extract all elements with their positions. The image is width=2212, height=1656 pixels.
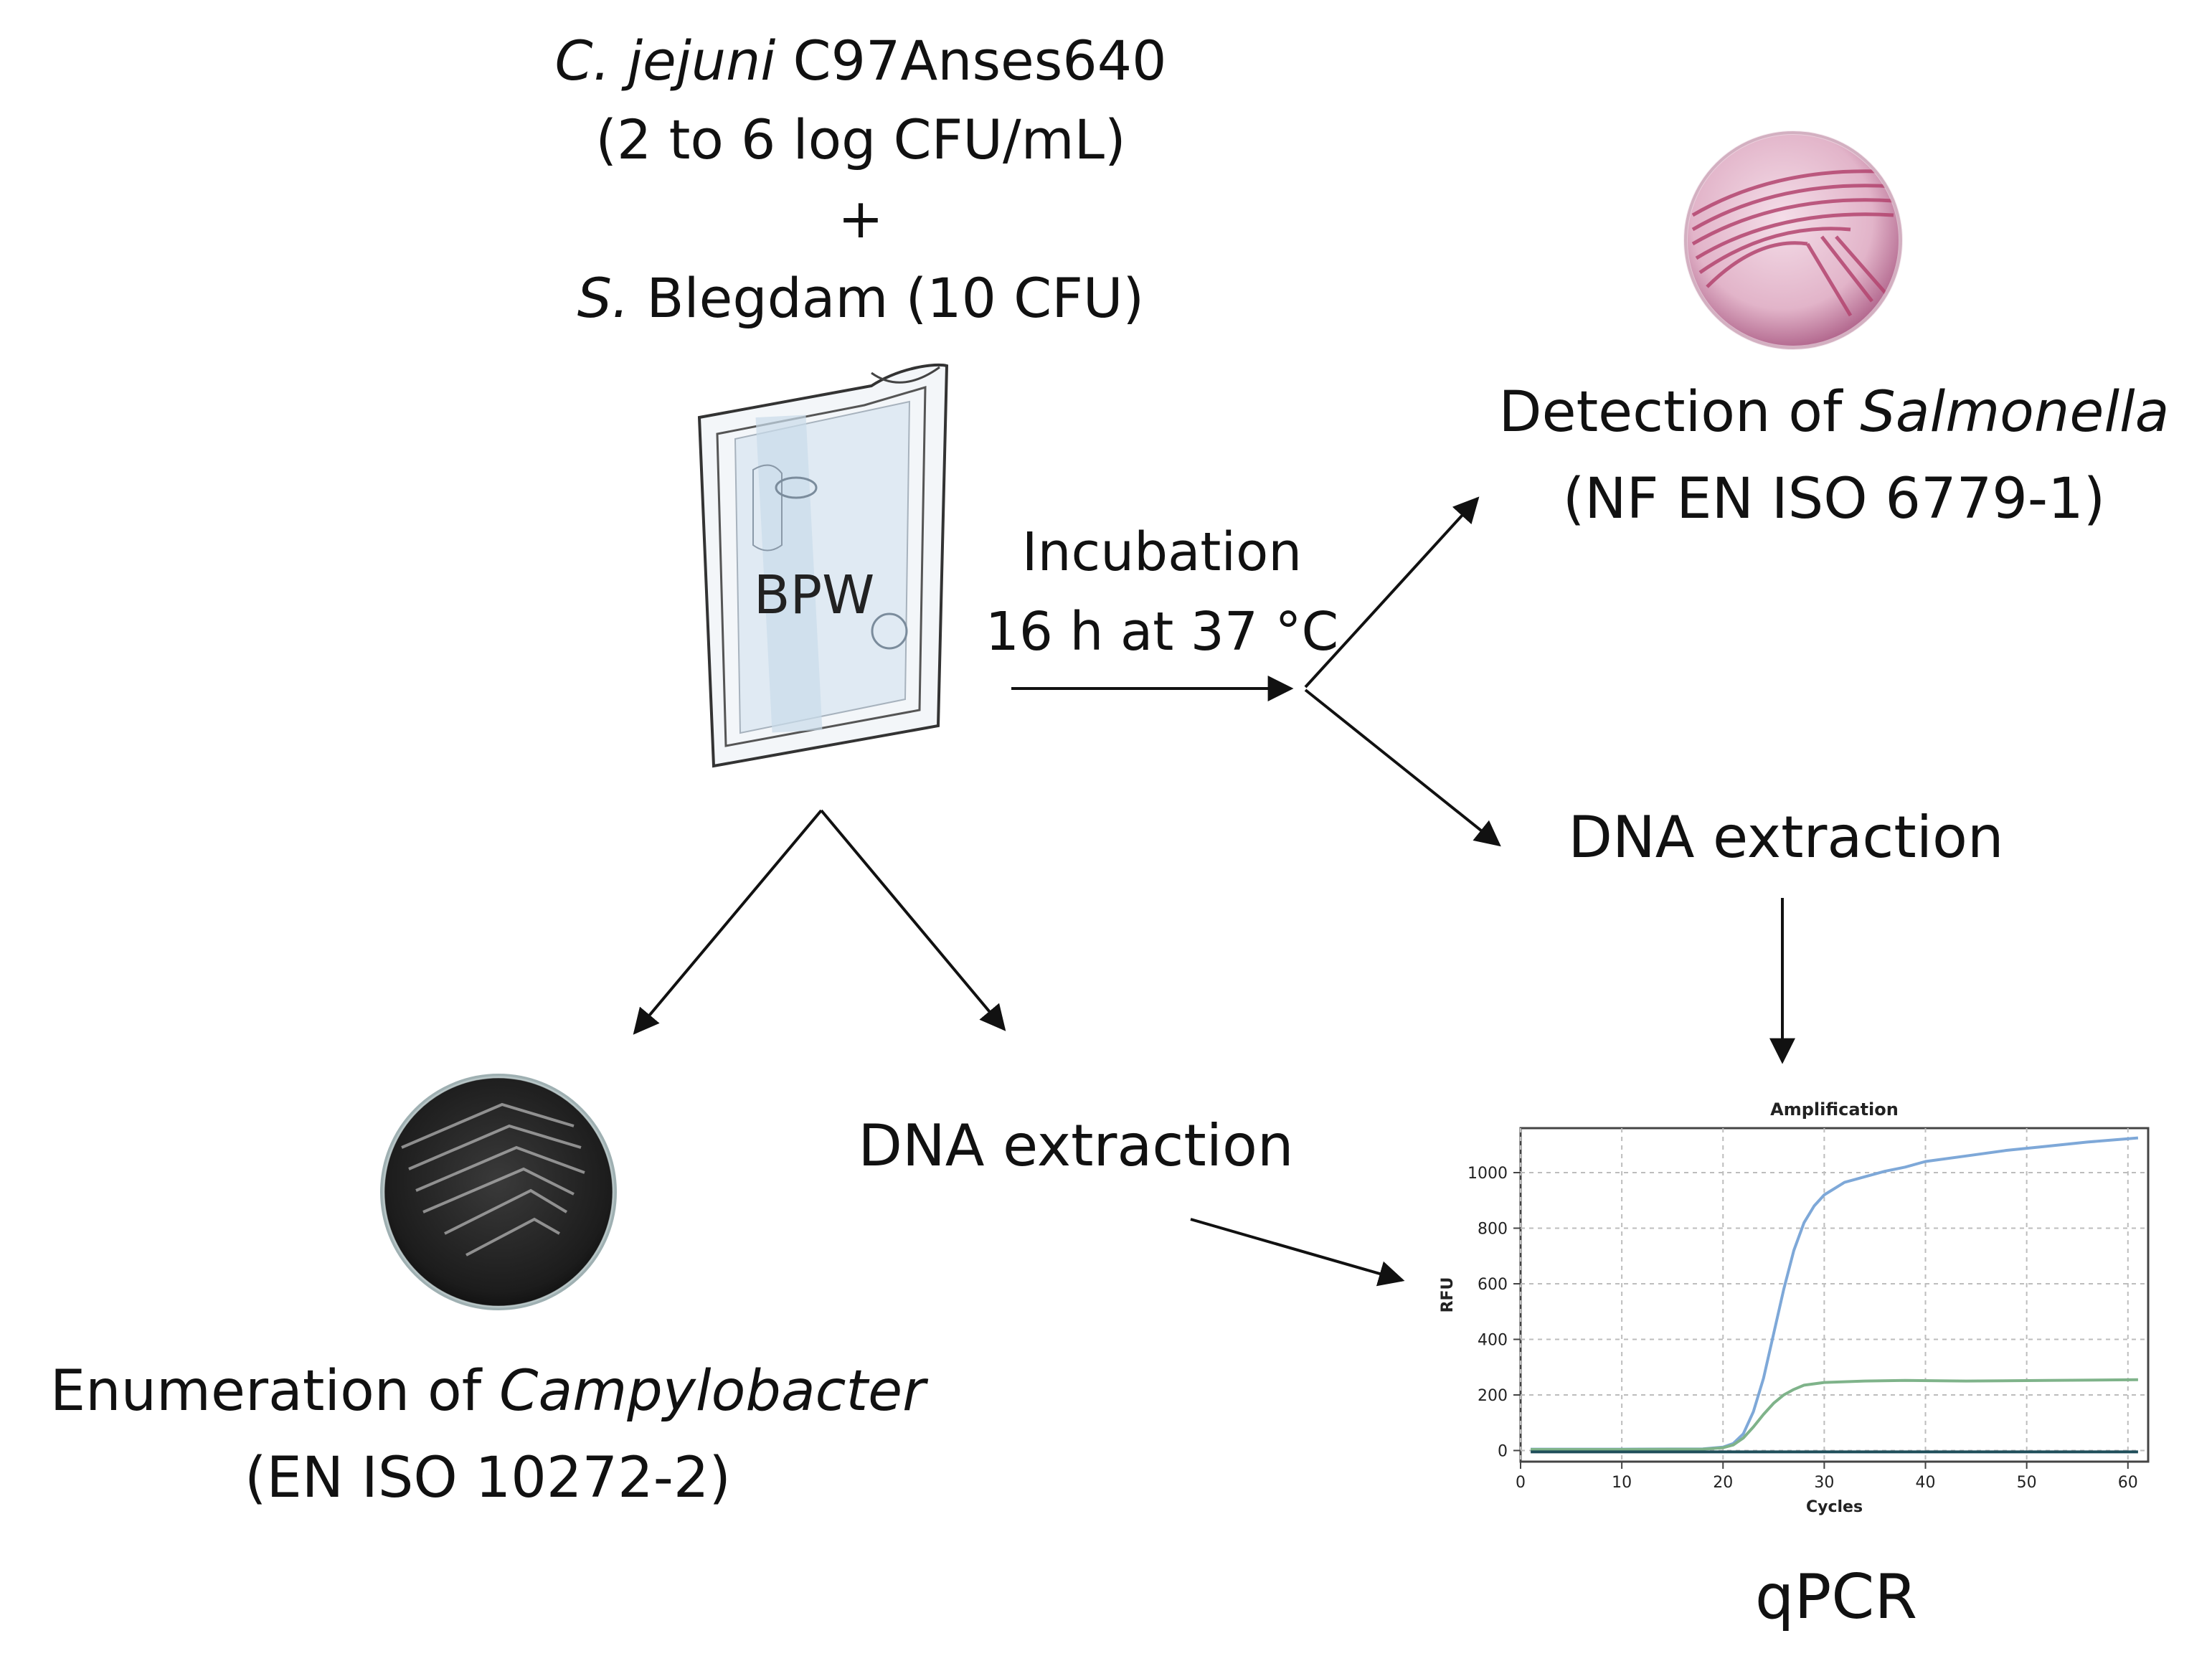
chart-plot-area — [1519, 1127, 2150, 1463]
x-tick-label: 20 — [1713, 1474, 1733, 1492]
campylobacter-plate-icon — [380, 1074, 617, 1310]
salmonella-name: Salmonella — [1860, 380, 2170, 445]
dna-extraction-left: DNA extraction — [858, 1112, 1294, 1179]
inoculum-plus: + — [838, 186, 884, 251]
inoculum-label: C. jejuni C97Anses640 (2 to 6 log CFU/mL… — [495, 22, 1226, 338]
salmonella-plate-icon — [1683, 131, 1903, 350]
arrow-left-dna-to-qpcr — [1190, 1218, 1405, 1287]
x-tick-label: 0 — [1516, 1474, 1526, 1492]
bag-label: BPW — [754, 564, 875, 626]
inoculum-line-2: (2 to 6 log CFU/mL) — [595, 108, 1126, 172]
dna-extraction-right: DNA extraction — [1568, 804, 2004, 871]
campylobacter-name: Campylobacter — [499, 1359, 926, 1424]
y-tick-label: 200 — [1478, 1387, 1508, 1405]
incubation-label: Incubation 16 h at 37 °C — [968, 513, 1356, 672]
x-tick-label: 50 — [2017, 1474, 2037, 1492]
incubation-line-1: Incubation — [1021, 521, 1303, 583]
enumeration-standard: (EN ISO 10272-2) — [245, 1445, 731, 1510]
s-genus: S. — [577, 265, 630, 330]
enumeration-prefix: Enumeration of — [49, 1359, 500, 1424]
stomacher-bag-icon — [697, 363, 949, 768]
arrow-to-dna-extraction-left — [820, 809, 1006, 1031]
y-tick-label: 600 — [1478, 1276, 1508, 1294]
x-tick-label: 40 — [1916, 1474, 1936, 1492]
inoculum-line-1: C. jejuni C97Anses640 — [495, 22, 1226, 100]
arrow-to-detection — [1304, 496, 1480, 689]
blegdam-strain: Blegdam (10 CFU) — [629, 265, 1145, 330]
amplification-chart: 0 200 400 600 800 1000 0 10 20 30 40 50 60 Amplificat… — [1439, 1099, 2150, 1516]
detection-standard: (NF EN ISO 6779-1) — [1562, 466, 2106, 531]
detection-line-1: Detection of Salmonella — [1456, 369, 2212, 456]
series-line-2 — [1531, 1378, 2138, 1451]
arrow-to-dna-extraction-right — [1304, 689, 1501, 847]
y-tick-label: 800 — [1478, 1221, 1508, 1239]
x-tick-label: 30 — [1814, 1474, 1834, 1492]
c-jejuni-name: C. jejuni — [554, 29, 776, 93]
flow-arrows — [633, 496, 1795, 1287]
enumeration-label: Enumeration of Campylobacter (EN ISO 102… — [14, 1348, 961, 1522]
x-tick-label: 60 — [2118, 1474, 2138, 1492]
qpcr-label: qPCR — [1754, 1561, 1918, 1633]
y-axis-label: RFU — [1439, 1277, 1457, 1313]
detection-prefix: Detection of — [1498, 380, 1861, 445]
arrow-to-enumeration — [633, 809, 823, 1035]
incubation-line-2: 16 h at 37 °C — [985, 601, 1339, 663]
strain-code: C97Anses640 — [775, 29, 1167, 93]
x-axis-label: Cycles — [1806, 1498, 1863, 1516]
enumeration-line-1: Enumeration of Campylobacter — [14, 1348, 961, 1435]
y-tick-label: 400 — [1478, 1332, 1508, 1350]
inoculum-line-4: S. Blegdam (10 CFU) — [495, 259, 1226, 338]
detection-label: Detection of Salmonella (NF EN ISO 6779-… — [1456, 369, 2212, 543]
y-tick-label: 1000 — [1467, 1165, 1508, 1183]
chart-title: Amplification — [1770, 1099, 1899, 1120]
y-tick-label: 0 — [1498, 1443, 1508, 1461]
x-tick-label: 10 — [1612, 1474, 1632, 1492]
